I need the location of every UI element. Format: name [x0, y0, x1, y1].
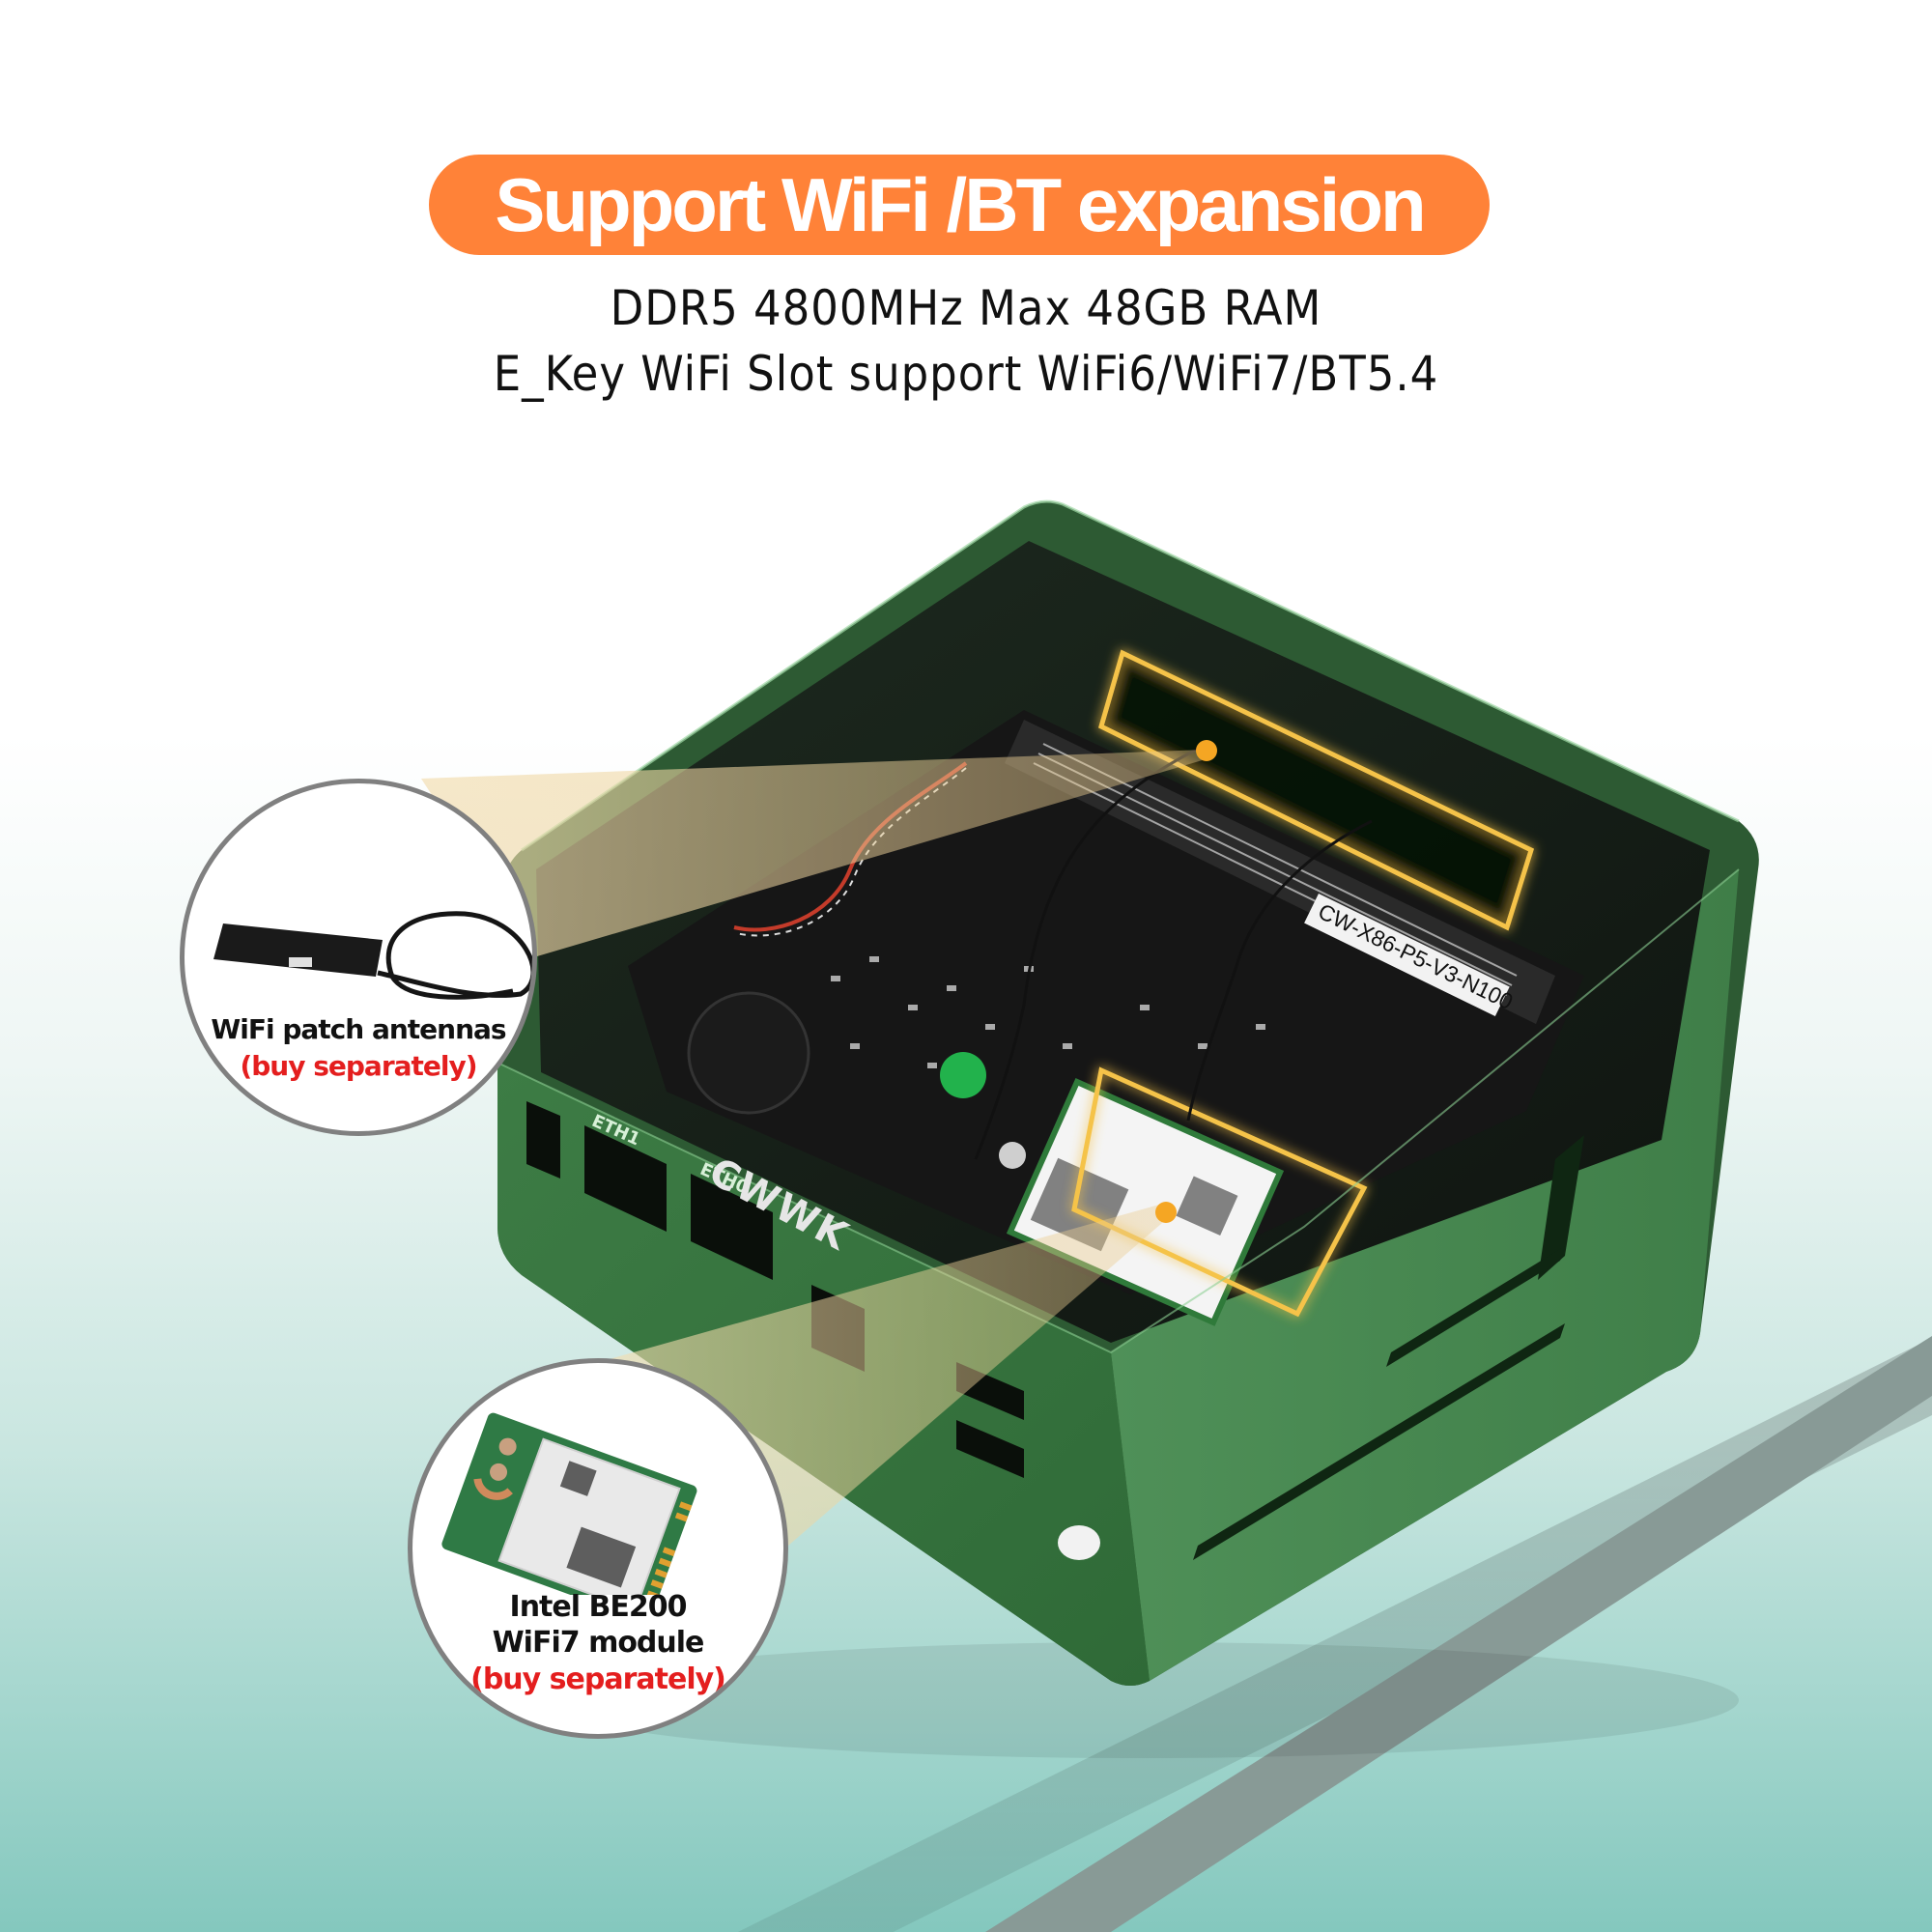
patch-antenna-icon — [213, 911, 532, 1000]
model-label-plate — [1304, 894, 1510, 1017]
qc-sticker — [940, 1052, 986, 1098]
antenna-name: WiFi patch antennas — [211, 1013, 506, 1045]
antenna-note: (buy separately) — [240, 1050, 477, 1082]
callout-wifi-module: Intel BE200 WiFi7 module (buy separately… — [408, 1358, 788, 1739]
module-note: (buy separately) — [470, 1662, 726, 1696]
title-text: Support WiFi /BT expansion — [495, 161, 1426, 247]
callout-antenna: WiFi patch antennas (buy separately) — [180, 779, 537, 1136]
module-name-line1: Intel BE200 — [509, 1590, 688, 1624]
antenna-marker-dot — [1196, 740, 1217, 761]
subtitle-wifi-slot: E_Key WiFi Slot support WiFi6/WiFi7/BT5.… — [493, 346, 1439, 402]
wifi-module-icon — [441, 1412, 697, 1595]
module-name-line2: WiFi7 module — [492, 1626, 705, 1660]
subtitle-ram: DDR5 4800MHz Max 48GB RAM — [610, 280, 1322, 336]
power-button — [1058, 1525, 1100, 1560]
title-banner: Support WiFi /BT expansion — [429, 155, 1490, 255]
module-marker-dot — [1155, 1202, 1177, 1223]
